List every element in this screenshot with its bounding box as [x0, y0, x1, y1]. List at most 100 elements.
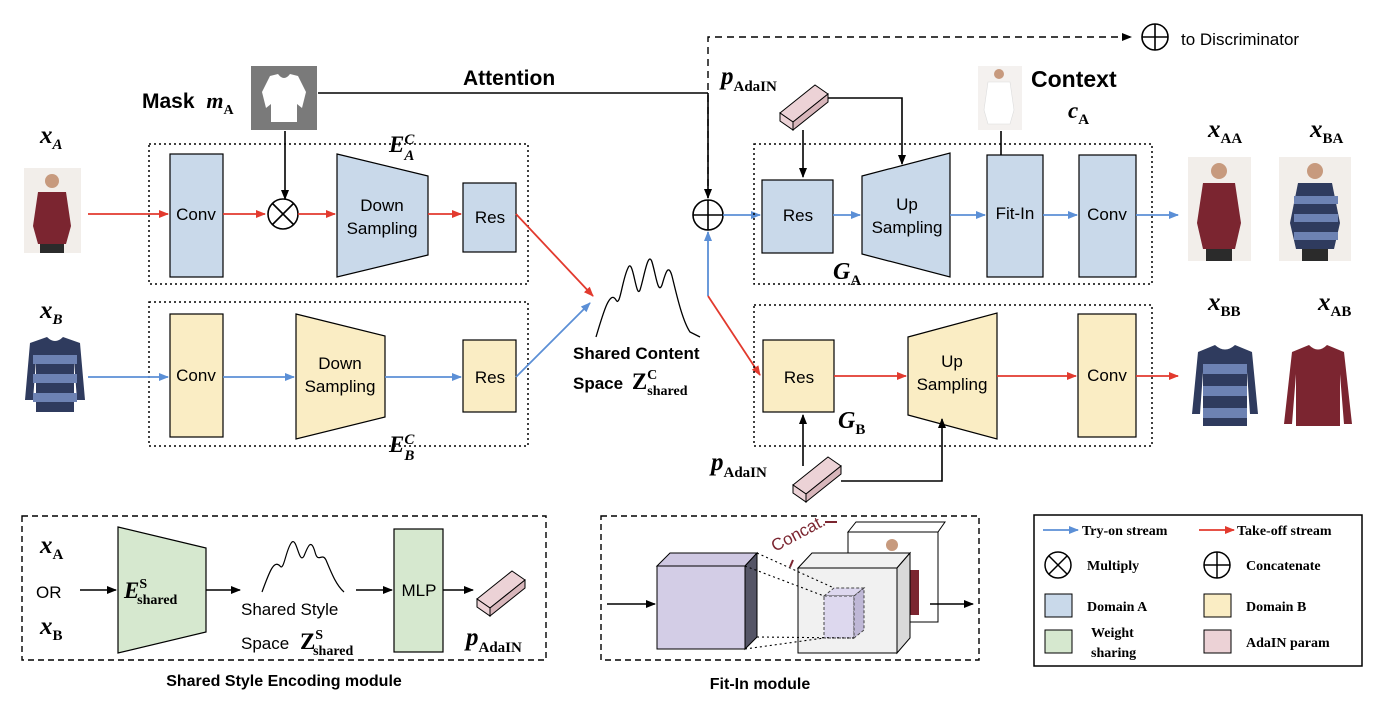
- attention-label: Attention: [463, 67, 555, 90]
- style-p-adain-label: pAdaIN: [464, 624, 522, 656]
- svg-text:Sampling: Sampling: [917, 375, 988, 394]
- legend-domain-a-swatch: [1044, 593, 1073, 618]
- svg-text:Res: Res: [783, 206, 813, 225]
- svg-text:Sampling: Sampling: [347, 219, 418, 238]
- svg-text:Sampling: Sampling: [305, 377, 376, 396]
- concat-pointer: [789, 559, 794, 568]
- concat-icon: [692, 199, 724, 231]
- generator-a-upsampling: Up Sampling: [861, 152, 951, 278]
- generator-a-box: [753, 143, 1153, 285]
- style-xa-label: xA: [39, 532, 64, 563]
- legend-concatenate-label: Concatenate: [1246, 559, 1321, 574]
- svg-text:Conv: Conv: [176, 205, 216, 224]
- discriminator-dashed-line: [707, 33, 1132, 198]
- svg-text:Res: Res: [475, 368, 505, 387]
- shared-content-line1: Shared Content: [573, 344, 700, 363]
- legend-box: [1033, 514, 1363, 667]
- encoder-b-box: [148, 301, 529, 447]
- svg-text:Fit-In: Fit-In: [996, 204, 1035, 223]
- style-space-curve: [261, 541, 345, 593]
- output-xbb-image: [1192, 345, 1258, 426]
- svg-text:Conv: Conv: [1087, 205, 1127, 224]
- p-adain-b-to-up-arrow: [841, 418, 946, 482]
- res-b-to-content-arrow: [515, 302, 591, 378]
- output-xba-image: [1279, 157, 1351, 261]
- p-adain-a-label: pAdaIN: [719, 63, 777, 95]
- legend-adain-label: AdaIN param: [1246, 636, 1330, 651]
- fitin-module-box: [600, 515, 980, 661]
- style-module-title: Shared Style Encoding module: [166, 673, 402, 690]
- fitin-projection-lines: [744, 552, 855, 650]
- p-adain-b-label: pAdaIN: [709, 449, 767, 481]
- encoder-b-conv: Conv: [169, 313, 224, 438]
- svg-text:Conv: Conv: [176, 366, 216, 385]
- fitin-module-title: Fit-In module: [710, 676, 811, 693]
- content-to-gb-arrow: [707, 295, 761, 376]
- encoder-a-downsampling: Down Sampling: [336, 153, 429, 278]
- generator-a-res: Res: [761, 179, 834, 254]
- legend-domain-b-swatch: [1203, 593, 1232, 618]
- output-xaa-image: [1188, 157, 1251, 261]
- input-xa-label: xA: [39, 122, 63, 153]
- to-discriminator-label: to Discriminator: [1181, 30, 1299, 49]
- svg-text:Up: Up: [941, 352, 963, 371]
- style-space-line1: Shared Style: [241, 600, 338, 619]
- concat-label: Concat.: [768, 511, 829, 555]
- p-adain-b-bar: [792, 456, 842, 504]
- fitin-cube: [655, 551, 759, 651]
- context-label: Context: [1031, 66, 1117, 92]
- output-xab-image: [1284, 345, 1352, 426]
- generator-b-upsampling: Up Sampling: [907, 312, 998, 440]
- encoder-b-res: Res: [462, 339, 517, 413]
- input-xb-label: xB: [39, 297, 63, 328]
- output-xbb-label: xBB: [1207, 289, 1241, 320]
- generator-b-label: GB: [838, 408, 865, 438]
- encoder-b-downsampling: Down Sampling: [295, 313, 386, 440]
- context-var-label: cA: [1068, 98, 1089, 128]
- p-adain-a-bar: [779, 84, 829, 132]
- style-mlp: MLP: [393, 528, 444, 653]
- fitin-feature-card: [796, 551, 912, 655]
- legend-multiply-icon: [1044, 551, 1072, 579]
- output-xab-label: xAB: [1317, 289, 1351, 320]
- svg-text:Sampling: Sampling: [872, 218, 943, 237]
- generator-a-label: GA: [833, 259, 861, 289]
- svg-text:MLP: MLP: [402, 581, 437, 600]
- p-adain-a-to-up-arrow: [828, 97, 906, 165]
- legend-adain-swatch: [1203, 629, 1232, 654]
- svg-text:Res: Res: [475, 208, 505, 227]
- mask-label: Mask mA: [142, 88, 235, 118]
- res-a-to-content-arrow: [515, 213, 594, 297]
- svg-text:Up: Up: [896, 195, 918, 214]
- mask-image: [251, 66, 317, 130]
- context-image: [978, 66, 1022, 130]
- legend-try-on-label: Try-on stream: [1082, 524, 1168, 539]
- legend-weight-label-2: sharing: [1091, 646, 1136, 661]
- input-xb-image: [25, 337, 85, 412]
- shared-content-curve: [595, 258, 701, 338]
- style-or-label: OR: [36, 583, 62, 602]
- svg-text:Conv: Conv: [1087, 366, 1127, 385]
- output-xba-label: xBA: [1309, 116, 1344, 147]
- input-xa-image: [24, 168, 81, 253]
- generator-a-conv: Conv: [1078, 154, 1137, 278]
- legend-weight-label-1: Weight: [1091, 626, 1134, 641]
- encoder-a-conv: Conv: [169, 153, 224, 278]
- generator-b-res: Res: [762, 339, 835, 413]
- svg-text:Res: Res: [784, 368, 814, 387]
- style-xb-label: xB: [39, 613, 63, 644]
- legend-domain-a-label: Domain A: [1087, 600, 1148, 615]
- legend-weight-swatch: [1044, 629, 1073, 654]
- legend-domain-b-label: Domain B: [1246, 600, 1306, 615]
- output-xaa-label: xAA: [1207, 116, 1242, 147]
- svg-text:Down: Down: [318, 354, 361, 373]
- style-module-box: [21, 515, 547, 661]
- style-p-adain-bar: [476, 570, 526, 618]
- svg-text:Down: Down: [360, 196, 403, 215]
